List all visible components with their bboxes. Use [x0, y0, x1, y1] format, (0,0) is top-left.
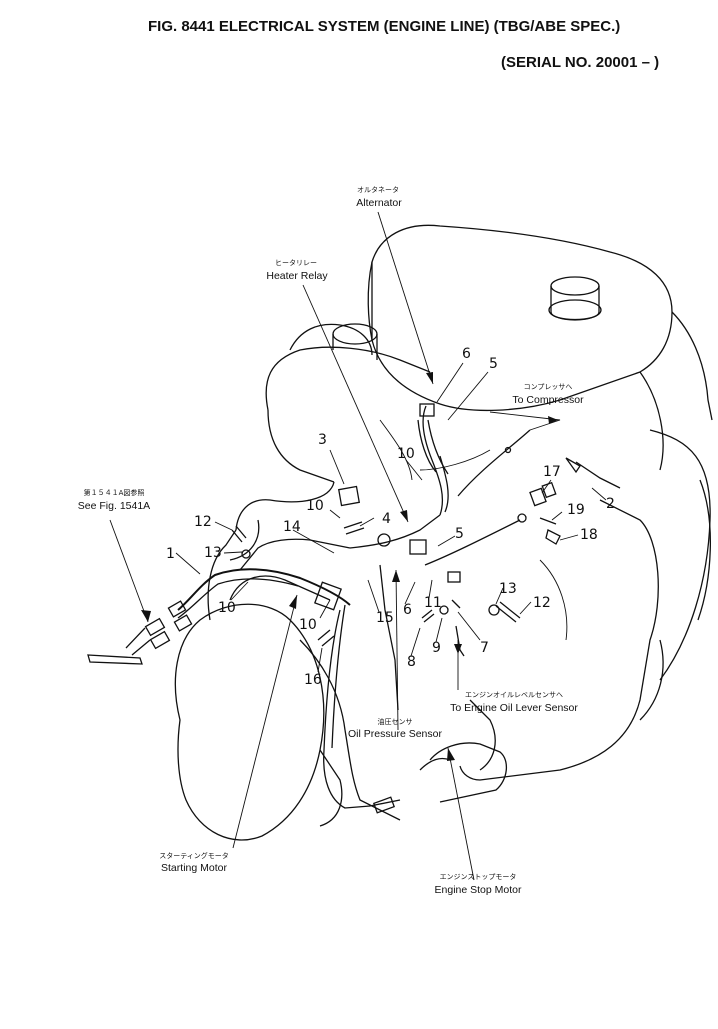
- starting-motor-label-jp: スターティングモータ: [159, 851, 229, 860]
- heater-relay-label-jp: ヒータリレー: [275, 258, 317, 267]
- alternator-label: Alternator: [356, 197, 402, 209]
- callout-19: 19: [567, 502, 585, 518]
- callout-6: 6: [403, 602, 412, 618]
- callout-5: 5: [489, 356, 498, 372]
- page-title: FIG. 8441 ELECTRICAL SYSTEM (ENGINE LINE…: [148, 18, 621, 35]
- callout-10: 10: [299, 617, 317, 633]
- callout-15: 15: [376, 610, 394, 626]
- callout-17: 17: [543, 464, 561, 480]
- component-labels: オルタネータ Alternator ヒータリレー Heater Relay コン…: [78, 185, 584, 896]
- callout-2: 2: [606, 496, 615, 512]
- callout-13: 13: [499, 581, 517, 597]
- callout-11: 11: [424, 595, 442, 611]
- compressor-label-jp: コンプレッサへ: [524, 383, 573, 391]
- leader-lines: [109, 211, 607, 881]
- oil-level-label: To Engine Oil Lever Sensor: [450, 702, 578, 714]
- callout-12: 12: [533, 595, 551, 611]
- callout-4: 4: [382, 511, 391, 527]
- see-fig-label-jp: 第１５４１A図参照: [84, 488, 145, 497]
- callout-16: 16: [304, 672, 322, 688]
- see-fig-label: See Fig. 1541A: [78, 500, 150, 512]
- callout-3: 3: [318, 432, 327, 448]
- oil-pressure-label-jp: 油圧センサ: [378, 717, 413, 726]
- callout-12: 12: [194, 514, 212, 530]
- wiring-harness: [125, 403, 621, 814]
- callout-7: 7: [480, 640, 489, 656]
- callout-13: 13: [204, 545, 222, 561]
- oil-pressure-label: Oil Pressure Sensor: [348, 728, 442, 740]
- starting-motor-label: Starting Motor: [161, 862, 227, 874]
- callout-8: 8: [407, 654, 416, 670]
- engine-stop-label-jp: エンジンストップモータ: [440, 872, 517, 881]
- callout-9: 9: [432, 640, 441, 656]
- callout-10: 10: [397, 446, 415, 462]
- engine-outline: [87, 224, 713, 841]
- callout-5: 5: [455, 526, 464, 542]
- heater-relay-label: Heater Relay: [266, 270, 328, 282]
- engine-stop-label: Engine Stop Motor: [435, 884, 522, 896]
- oil-level-label-jp: エンジンオイルレベルセンサへ: [465, 691, 563, 699]
- compressor-label: To Compressor: [512, 394, 584, 406]
- callout-6: 6: [462, 346, 471, 362]
- callout-18: 18: [580, 527, 598, 543]
- callout-numbers: 6 5 3 10 17 2 10 4 19 12 14 5 18 13 1 10…: [166, 346, 615, 688]
- alternator-label-jp: オルタネータ: [357, 185, 399, 194]
- callout-10: 10: [218, 600, 236, 616]
- callout-10: 10: [306, 498, 324, 514]
- callout-1: 1: [166, 546, 175, 562]
- serial-number: (SERIAL NO. 20001 – ): [501, 54, 660, 71]
- callout-14: 14: [283, 519, 301, 535]
